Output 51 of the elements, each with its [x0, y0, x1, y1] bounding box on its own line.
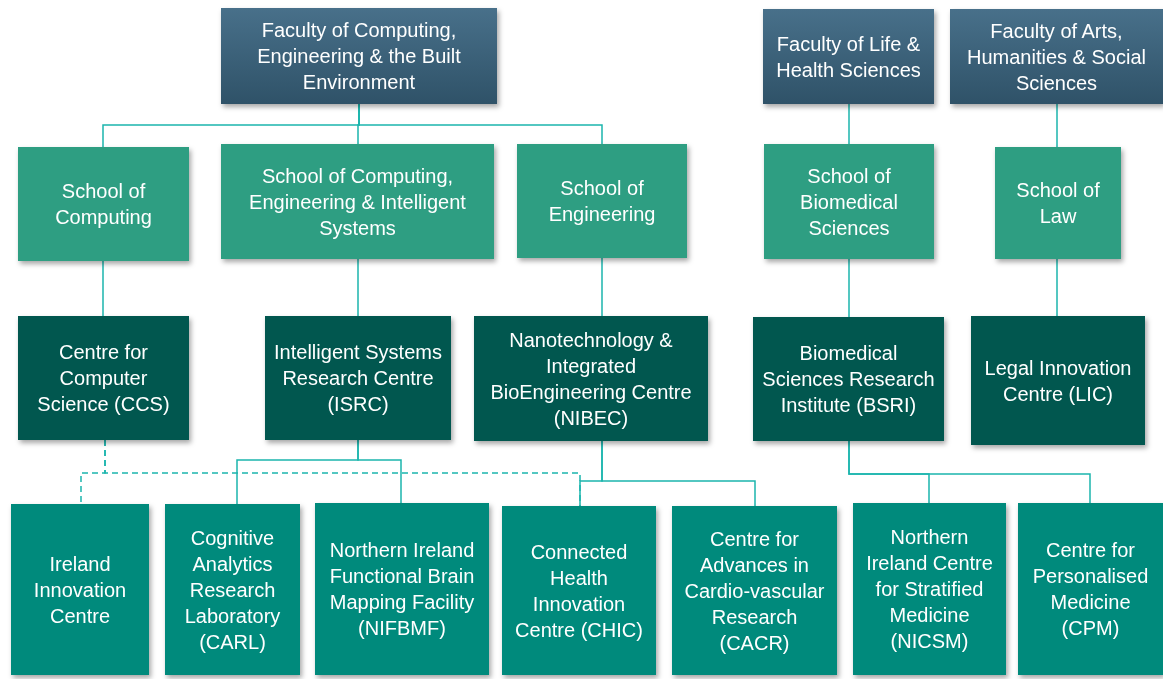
connector	[357, 439, 402, 504]
unit-name: Centre for Computer Science (CCS)	[36, 340, 171, 417]
unit-name: Centre for Advances in Cardio-vascular Research (CACR)	[683, 526, 826, 656]
org-box	[18, 316, 189, 440]
org-box	[315, 503, 489, 675]
unit-name: School of Computing, Engineering & Intelligent Systems	[248, 163, 467, 241]
connector	[357, 258, 359, 317]
connector	[848, 258, 850, 318]
unit-name: Faculty of Life & Health Sciences	[775, 31, 922, 83]
unit-name: School of Biomedical Sciences	[799, 163, 899, 241]
unit-name: Northern Ireland Functional Brain Mapping Facility (NIFBMF)	[328, 538, 476, 641]
unit-name: Centre for Personalised Medicine (CPM)	[1031, 538, 1150, 641]
org-box	[672, 506, 837, 675]
connector	[848, 440, 1091, 504]
org-box	[950, 9, 1163, 104]
org-box	[763, 9, 934, 104]
connector	[358, 103, 603, 145]
unit-name: Legal Innovation Centre (LIC)	[983, 355, 1133, 407]
org-box	[221, 144, 494, 259]
unit-name: School of Computing	[54, 179, 153, 230]
unit-name: Intelligent Systems Research Centre (ISRC)	[273, 340, 443, 417]
unit-name: Cognitive Analytics Research Laboratory (CARL)	[183, 525, 282, 655]
unit-name: Northern Ireland Centre for Stratified Medicine (NICSM)	[865, 525, 994, 654]
org-box	[18, 147, 189, 261]
org-box	[971, 316, 1145, 445]
unit-name: Faculty of Arts, Humanities & Social Sciences	[966, 18, 1147, 96]
connector	[1056, 103, 1058, 148]
org-box	[165, 504, 300, 675]
org-box	[265, 316, 451, 440]
org-box	[11, 504, 149, 675]
unit-name: Biomedical Sciences Research Institute (BSRI)	[761, 341, 936, 418]
org-box	[1018, 503, 1163, 675]
unit-name: School of Law	[1015, 178, 1101, 229]
org-box	[753, 317, 944, 441]
connector	[601, 440, 756, 507]
org-box	[764, 144, 934, 259]
org-box	[502, 506, 656, 675]
unit-name: Connected Health Innovation Centre (CHIC)	[514, 539, 644, 643]
connector	[848, 103, 850, 145]
unit-name: Faculty of Computing, Engineering & the Built Environment	[256, 18, 462, 95]
connector	[601, 257, 603, 317]
connector	[102, 260, 104, 317]
org-box	[853, 503, 1006, 675]
org-box	[517, 144, 687, 258]
org-box	[995, 147, 1121, 259]
unit-name: Nanotechnology & Integrated BioEngineering Centre (NIBEC)	[489, 327, 693, 431]
connector	[1056, 258, 1058, 317]
org-box	[474, 316, 708, 441]
unit-name: Ireland Innovation Centre	[32, 551, 128, 629]
org-box	[221, 8, 497, 104]
unit-name: School of Engineering	[547, 176, 657, 227]
